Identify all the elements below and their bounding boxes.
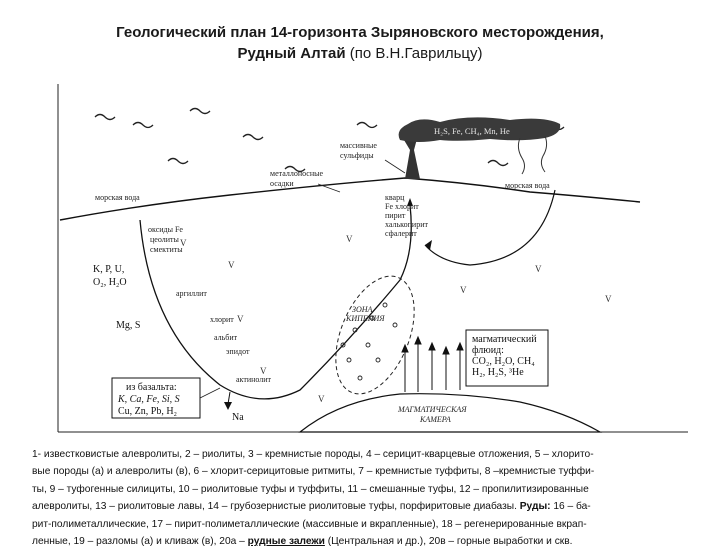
epidote-label: эпидот (226, 347, 250, 356)
geology-diagram: H₂S, Fe, CH₄, Mn, He V V (57, 84, 688, 433)
legend-text: 16 – ба- (550, 501, 591, 513)
na-label: Na (232, 412, 244, 423)
boiling-zone-bubbles (340, 302, 398, 381)
actinolite-label: актинолит (236, 375, 272, 384)
flow-arrows (224, 198, 432, 410)
legend: 1- известковистые алевролиты, 2 – риолит… (32, 446, 692, 550)
v-mark: V (460, 285, 467, 295)
na-arrow (227, 391, 231, 405)
legend-text: алевролиты, 13 – риолитовые лавы, 14 – г… (32, 501, 520, 513)
black-smoker-vent (398, 117, 561, 179)
seawater-left-label: морская вода (95, 193, 140, 202)
v-mark: V (346, 234, 353, 244)
legend-text: ленные, 19 – разломы (а) и кливаж (в), 2… (32, 536, 248, 548)
v-mark: V (228, 260, 235, 270)
from-basalts-label: из базальта: K, Ca, Fe, Si, S Cu, Zn, Pb… (117, 382, 182, 417)
v-mark: V (318, 394, 325, 404)
title-author: (по В.Н.Гаврильцу) (345, 45, 483, 62)
boiling-zone-outline (335, 275, 415, 395)
albite-label: альбит (214, 333, 238, 342)
title-line-1: Геологический план 14-горизонта Зыряновс… (116, 24, 604, 41)
magma-chamber (298, 393, 603, 433)
legend-line: ты, 9 – туфогенные силициты, 10 – риолит… (32, 483, 589, 495)
magma-chamber-label: МАГМАТИЧЕСКАЯ КАМЕРА (397, 405, 469, 424)
title-region: Рудный Алтай (237, 45, 346, 62)
v-marks: V V V V V V V V V (180, 234, 612, 404)
legend-text: (Центральная и др.), 20в – горные вырабо… (324, 536, 573, 548)
v-mark: V (260, 366, 267, 376)
magmatic-fluid-label: магматический флюид: CO₂, H₂O, CH₄ H₂, H… (472, 334, 539, 378)
legend-ore-deposits: рудные залежи (247, 536, 325, 548)
smoke-plumes (517, 135, 548, 175)
convection-path (139, 204, 412, 400)
argillite-label: аргиллит (176, 289, 207, 298)
v-mark: V (535, 264, 542, 274)
magma-rising-arrows (401, 335, 464, 392)
vent-gases-label: H₂S, Fe, CH₄, Mn, He (434, 126, 510, 136)
magmatic-fluid-box (465, 329, 549, 387)
precipitates-label: кварц Fe хлорит пирит халькопирит сфалер… (385, 193, 430, 238)
page-title: Геологический план 14-горизонта Зыряновс… (0, 22, 720, 64)
legend-line: 1- известковистые алевролиты, 2 – риолит… (32, 449, 594, 460)
sea-floor-line (59, 177, 641, 221)
legend-line: алевролиты, 13 – риолитовые лавы, 14 – г… (32, 498, 692, 515)
right-return-path (424, 189, 556, 266)
sea-waves (94, 107, 565, 173)
oxides-label: оксиды Fe цеолиты смектиты (148, 225, 185, 254)
legend-line: ленные, 19 – разломы (а) и кливаж (в), 2… (32, 533, 692, 550)
v-mark: V (237, 314, 244, 324)
leached-elements-label: K, P, U, O₂, H₂O (93, 264, 127, 288)
legend-line: вые породы (а) и алевролиты (в), 6 – хло… (32, 466, 595, 478)
v-mark: V (180, 238, 187, 248)
mg-s-label: Mg, S (116, 320, 140, 331)
v-mark: V (605, 294, 612, 304)
title-line-2: Рудный Алтай (по В.Н.Гаврильцу) (0, 43, 720, 64)
from-basalts-box (111, 377, 201, 419)
chlorite-label: хлорит (210, 315, 234, 324)
boiling-zone-label: ЗОНА КИПЕНИЯ (345, 305, 385, 323)
leader-lines (199, 159, 406, 399)
seawater-right-label: морская вода (505, 181, 550, 190)
legend-line: рит-полиметаллические, 17 – пирит-полиме… (32, 518, 587, 530)
legend-ores-heading: Руды: (519, 501, 551, 513)
